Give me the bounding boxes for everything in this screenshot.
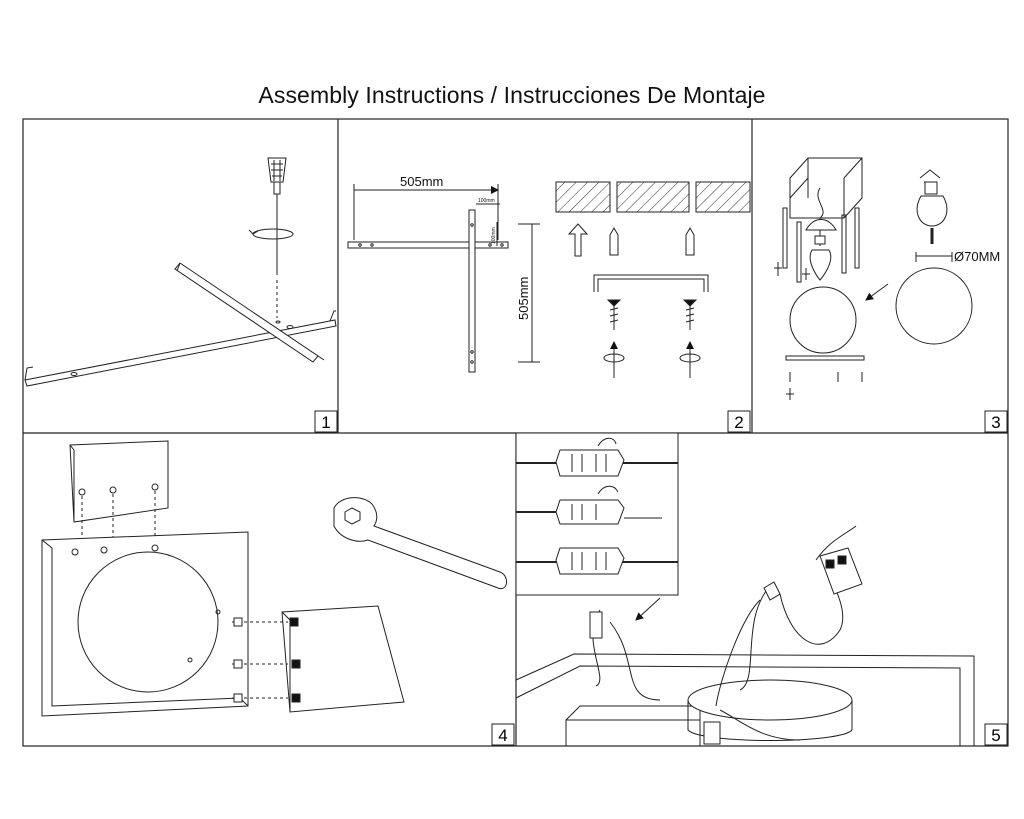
step-3-diagram xyxy=(774,157,973,400)
step-number-1: 1 xyxy=(321,413,330,432)
wall-plug-icon xyxy=(609,226,695,256)
wire-connector-icon xyxy=(516,437,678,575)
glass-globe-icon xyxy=(789,252,973,354)
step-5-diagram xyxy=(515,432,975,746)
step-1-diagram xyxy=(24,157,337,387)
step-number-5: 5 xyxy=(991,726,1000,745)
wrench-icon xyxy=(333,497,507,590)
step-1-number: 1 xyxy=(314,410,338,433)
light-bulb-icon xyxy=(916,169,948,244)
dim-vertical: 505mm xyxy=(516,277,531,320)
step-2-diagram xyxy=(347,181,751,378)
dim-small-a: 100mm xyxy=(478,198,495,204)
step-5-number: 5 xyxy=(984,723,1008,746)
step-4-diagram xyxy=(41,440,507,717)
rotate-arrow-icon xyxy=(248,228,294,240)
dim-small-b: 100mm xyxy=(491,227,497,244)
step-3-number: 3 xyxy=(984,410,1008,433)
globe-diameter: Ø70MM xyxy=(954,249,1000,264)
dim-horizontal: 505mm xyxy=(400,174,443,189)
light-bulb-icon xyxy=(809,235,832,281)
step-2-number: 2 xyxy=(727,410,751,433)
step-number-3: 3 xyxy=(991,413,1000,432)
step-number-4: 4 xyxy=(498,726,507,745)
screw-icon xyxy=(606,299,698,330)
ceiling-hatch-icon xyxy=(555,181,751,213)
step-4-number: 4 xyxy=(491,723,515,746)
step-number-2: 2 xyxy=(734,413,743,432)
rotate-arrow-icon xyxy=(603,341,701,378)
page-title: Assembly Instructions / Instrucciones De… xyxy=(258,82,766,108)
screwdriver-icon xyxy=(267,157,287,275)
